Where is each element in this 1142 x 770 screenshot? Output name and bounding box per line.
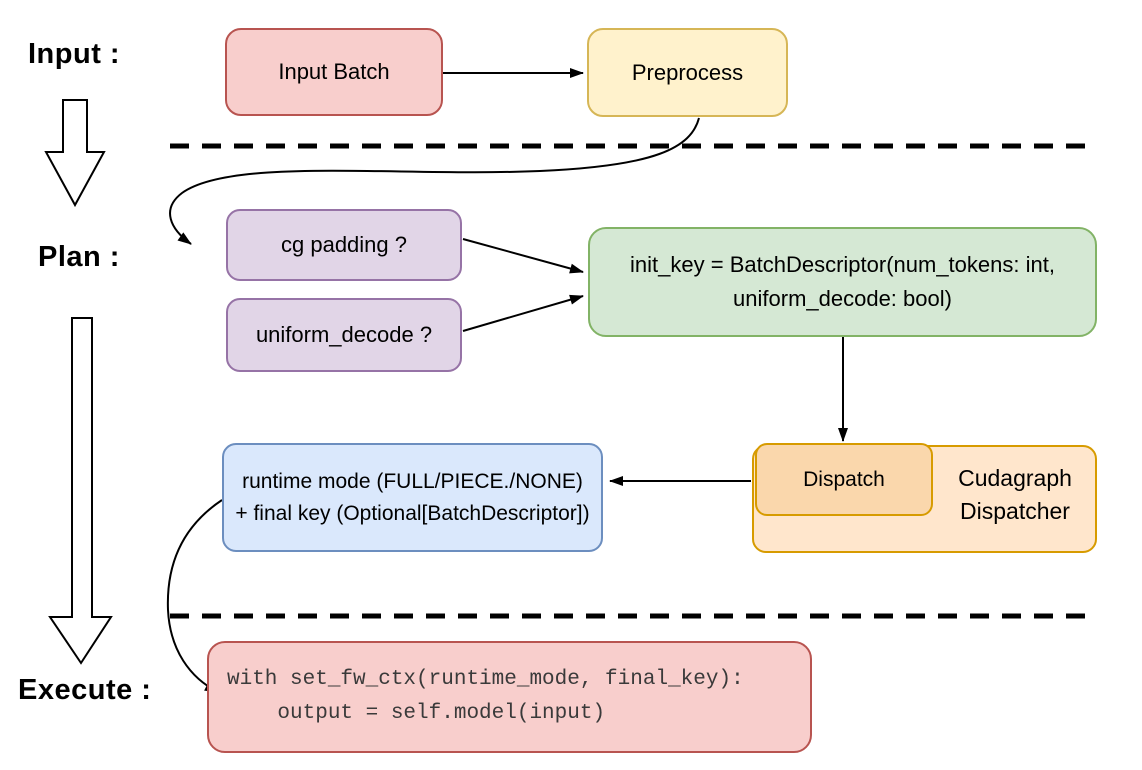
node-uniform-decode: uniform_decode ? [226, 298, 462, 372]
execute-code-line2: output = self.model(input) [227, 702, 606, 725]
arrow-uniform-decode-to-init-key [462, 294, 584, 332]
node-dispatch: Dispatch [755, 443, 933, 516]
arrow-preprocess-to-cg-padding [169, 117, 700, 245]
node-cg-padding: cg padding ? [226, 209, 462, 281]
node-preprocess-label: Preprocess [631, 59, 744, 85]
node-cg-padding-label: cg padding ? [281, 232, 407, 257]
node-runtime-mode-line2: + final key (Optional[BatchDescriptor]) [235, 501, 590, 525]
node-runtime-mode-line1: runtime mode (FULL/PIECE./NONE) [242, 469, 583, 493]
arrow-cg-padding-to-init-key [462, 238, 584, 274]
node-cudagraph-dispatcher-label: Cudagraph Dispatcher [933, 462, 1097, 528]
stage-label-input: Input : [28, 38, 121, 70]
node-init-key: init_key = BatchDescriptor(num_tokens: i… [588, 227, 1097, 337]
node-uniform-decode-label: uniform_decode ? [255, 322, 433, 347]
stage-arrow-plan-to-execute-icon [48, 317, 113, 665]
node-init-key-line1: init_key = BatchDescriptor(num_tokens: i… [630, 252, 1055, 277]
cudagraph-dispatcher-line2: Dispatcher [960, 498, 1070, 524]
node-preprocess: Preprocess [587, 28, 788, 117]
execute-code-line1: with set_fw_ctx(runtime_mode, final_key)… [227, 668, 744, 691]
node-runtime-mode: runtime mode (FULL/PIECE./NONE) + final … [222, 443, 603, 552]
arrow-runtime-mode-to-execute-code [166, 499, 223, 693]
node-input-batch-label: Input Batch [278, 59, 390, 84]
node-execute-code: with set_fw_ctx(runtime_mode, final_key)… [207, 641, 812, 753]
node-input-batch: Input Batch [225, 28, 443, 116]
stage-arrow-input-to-plan-icon [44, 99, 106, 208]
cudagraph-dispatcher-line1: Cudagraph [958, 465, 1072, 491]
stage-label-plan: Plan : [38, 241, 120, 273]
node-init-key-line2: uniform_decode: bool) [733, 286, 952, 311]
stage-label-execute: Execute : [18, 674, 152, 706]
node-dispatch-label: Dispatch [803, 467, 885, 491]
